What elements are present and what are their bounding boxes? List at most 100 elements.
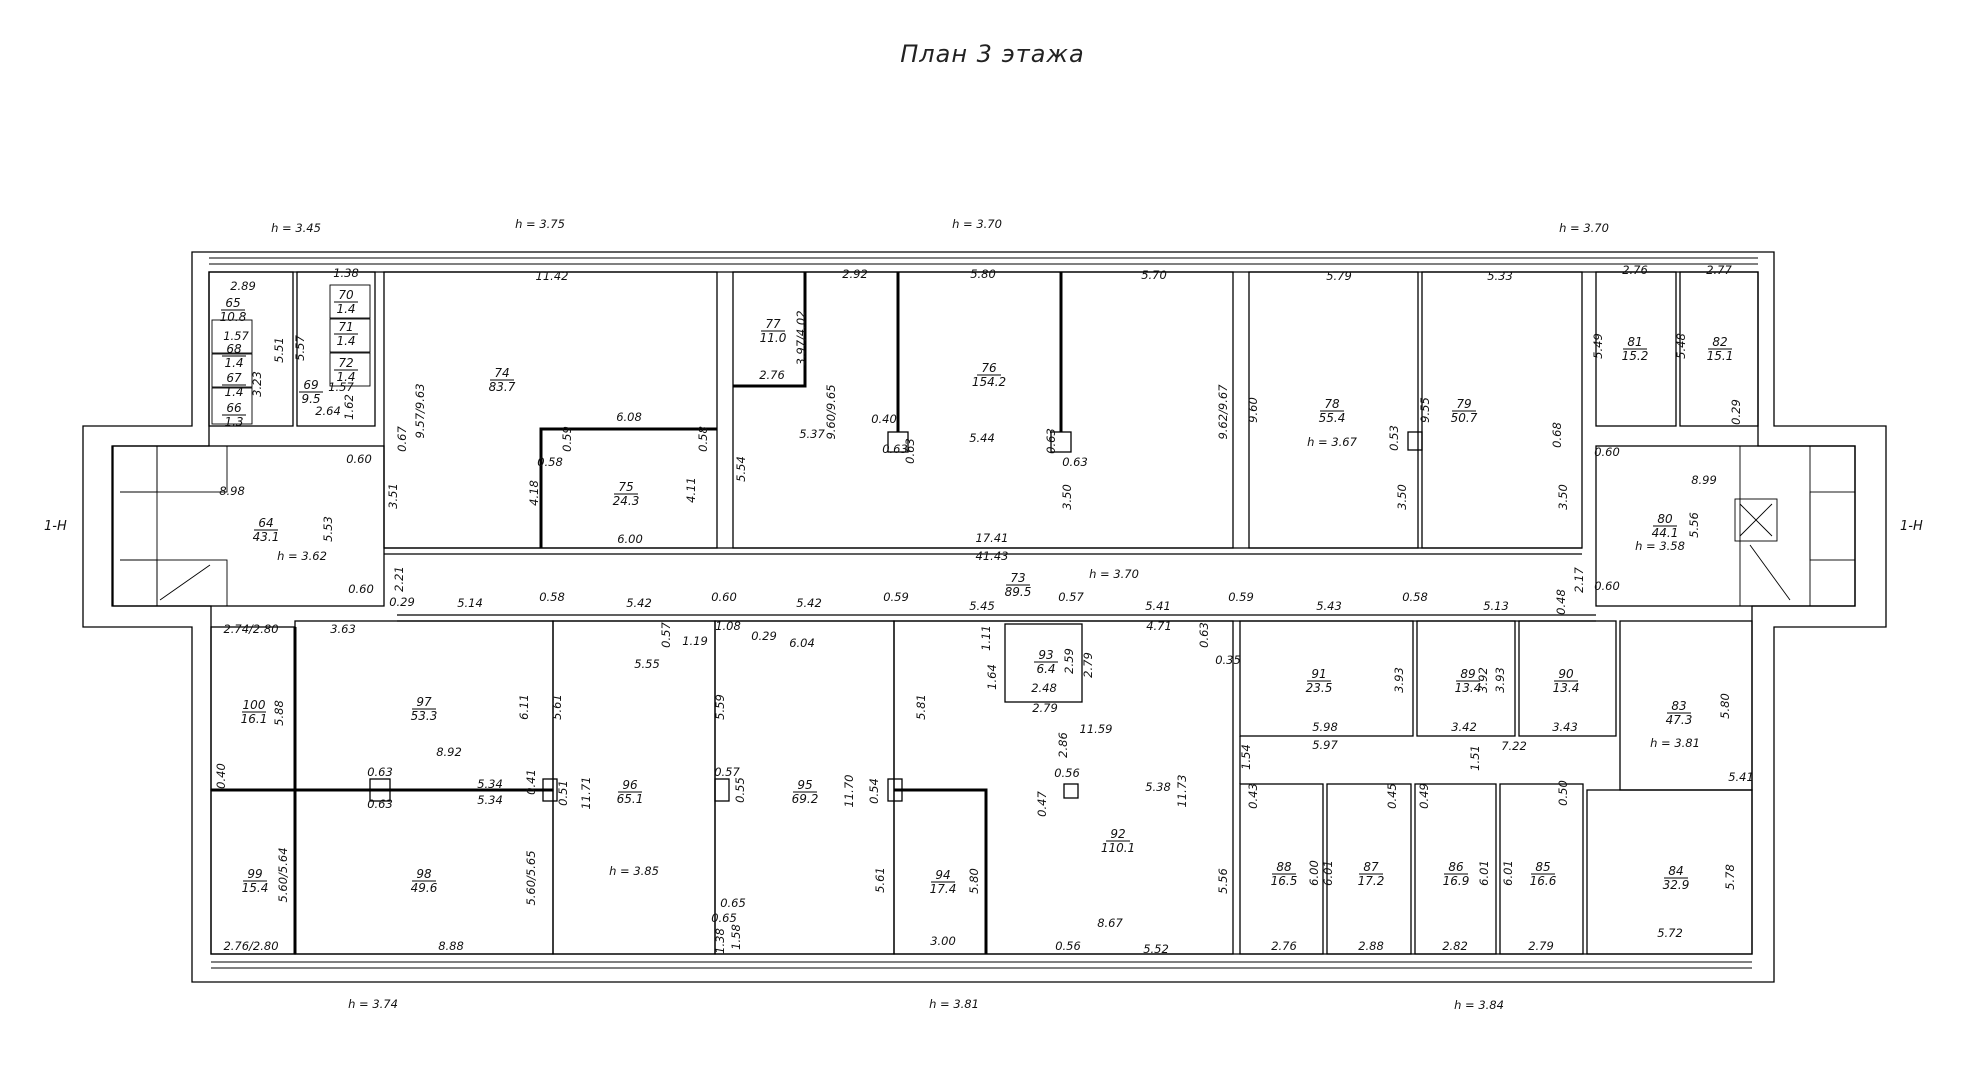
dimension-label: 2.82 (1442, 939, 1468, 953)
axis-mark-right: 1-Н (1900, 519, 1923, 534)
room-area: 32.9 (1663, 878, 1690, 892)
room-94-partition (894, 788, 988, 954)
dimension-label: 11.59 (1080, 722, 1113, 736)
room-number: 81 (1627, 335, 1642, 349)
room-number: 85 (1535, 860, 1550, 874)
room-89 (1416, 620, 1516, 737)
room-number: 96 (622, 778, 638, 792)
dimension-label: 0.63 (1197, 622, 1211, 648)
room-65 (208, 271, 294, 427)
dimension-label: 1.11 (979, 625, 993, 651)
ceiling-height-label: h = 3.85 (609, 864, 659, 878)
dimension-label: 5.53 (321, 516, 335, 542)
dimension-label: 0.57 (1058, 590, 1084, 604)
dimension-label: 5.48 (1674, 333, 1688, 359)
dimension-label: 0.63 (903, 438, 917, 464)
room-93 (1004, 623, 1083, 703)
room-area: 24.3 (613, 494, 640, 508)
dimension-label: 1.38 (713, 928, 727, 954)
room-area: 23.5 (1306, 681, 1333, 695)
dimension-label: 5.81 (914, 694, 928, 720)
dimension-label: 6.01 (1501, 860, 1515, 886)
dimension-label: 5.41 (1145, 599, 1171, 613)
dimension-label: 5.98 (1312, 720, 1338, 734)
dimension-label: 0.45 (1385, 783, 1399, 809)
dimension-label: 0.65 (720, 896, 746, 910)
dimension-label: 0.51 (556, 780, 570, 806)
dimension-label: 0.55 (733, 777, 747, 803)
room-area: 13.4 (1455, 681, 1482, 695)
room-number: 69 (303, 378, 318, 392)
dimension-label: 11.73 (1175, 775, 1189, 808)
room-area: 1.3 (224, 415, 243, 429)
dimension-label: 0.58 (1402, 590, 1428, 604)
room-number: 75 (618, 480, 633, 494)
dimension-label: 5.55 (634, 657, 660, 671)
dimension-label: 8.67 (1097, 916, 1123, 930)
dimension-label: 3.00 (930, 934, 956, 948)
dimension-label: 5.80 (970, 267, 996, 281)
ceiling-height-label: h = 3.70 (1559, 221, 1609, 235)
room-number: 94 (935, 868, 950, 882)
outer-wall (82, 251, 1887, 983)
dimension-label: 6.00 (617, 532, 643, 546)
dimension-label: 1.57 (223, 329, 249, 343)
ceiling-height-label: h = 3.70 (952, 217, 1002, 231)
room-area: 154.2 (972, 375, 1006, 389)
dimension-label: 0.59 (560, 426, 574, 452)
room-number: 88 (1276, 860, 1292, 874)
dimension-label: 17.41 (976, 531, 1009, 545)
room-area: 1.4 (336, 370, 355, 384)
dimension-label: 5.79 (1326, 269, 1352, 283)
dimension-label: 2.76 (759, 368, 785, 382)
dimension-label: 5.41 (1728, 770, 1754, 784)
room-area: 9.5 (301, 392, 320, 406)
dimension-label: 3.50 (1395, 484, 1409, 510)
dimension-label: 5.97 (1312, 738, 1338, 752)
dimension-label: 2.76 (1622, 263, 1648, 277)
dimension-label: 5.37 (799, 427, 825, 441)
dimension-label: 3.42 (1451, 720, 1477, 734)
dimension-label: 3.97/4.02 (794, 310, 808, 365)
room-number: 100 (243, 698, 266, 712)
room-area: 65.1 (617, 792, 644, 806)
dimension-label: 0.65 (711, 911, 737, 925)
dimension-label: 1.08 (715, 619, 741, 633)
dimension-label: 0.41 (524, 769, 538, 795)
dimension-label: 0.56 (1054, 766, 1080, 780)
room-area: 16.1 (241, 712, 268, 726)
room-number: 68 (226, 342, 242, 356)
dimension-label: 5.45 (969, 599, 995, 613)
room-area: 1.4 (336, 302, 355, 316)
room-69 (296, 271, 376, 427)
ceiling-height-label: h = 3.75 (515, 217, 565, 231)
room-area: 10.8 (220, 310, 247, 324)
dimension-label: 4.71 (1146, 619, 1172, 633)
ceiling-height-label: h = 3.62 (277, 549, 327, 563)
dimension-label: 5.42 (626, 596, 652, 610)
room-area: 49.6 (411, 881, 438, 895)
dimension-label: 5.56 (1687, 512, 1701, 538)
dimension-label: 5.88 (272, 700, 286, 726)
dimension-label: 2.77 (1706, 263, 1732, 277)
room-79 (1421, 271, 1583, 549)
room-86 (1414, 783, 1497, 955)
room-85 (1499, 783, 1584, 955)
ceiling-height-label: h = 3.74 (348, 997, 398, 1011)
dimension-label: 0.29 (389, 595, 415, 609)
dimension-label: 0.63 (367, 765, 393, 779)
room-74 (383, 271, 718, 549)
room-number: 93 (1038, 648, 1053, 662)
dimension-label: 6.08 (616, 410, 642, 424)
dimension-label: 9.55 (1418, 397, 1432, 423)
room-area: 44.1 (1652, 526, 1679, 540)
room-area: 16.6 (1530, 874, 1557, 888)
dimension-label: 0.53 (1387, 425, 1401, 451)
dimension-label: 3.50 (1556, 484, 1570, 510)
room-87 (1326, 783, 1412, 955)
dimension-label: 5.44 (969, 431, 995, 445)
dimension-label: 2.86 (1056, 732, 1070, 758)
dimension-label: 2.74/2.80 (223, 622, 278, 636)
room-area: 53.3 (411, 709, 438, 723)
dimension-label: 1.38 (333, 266, 359, 280)
